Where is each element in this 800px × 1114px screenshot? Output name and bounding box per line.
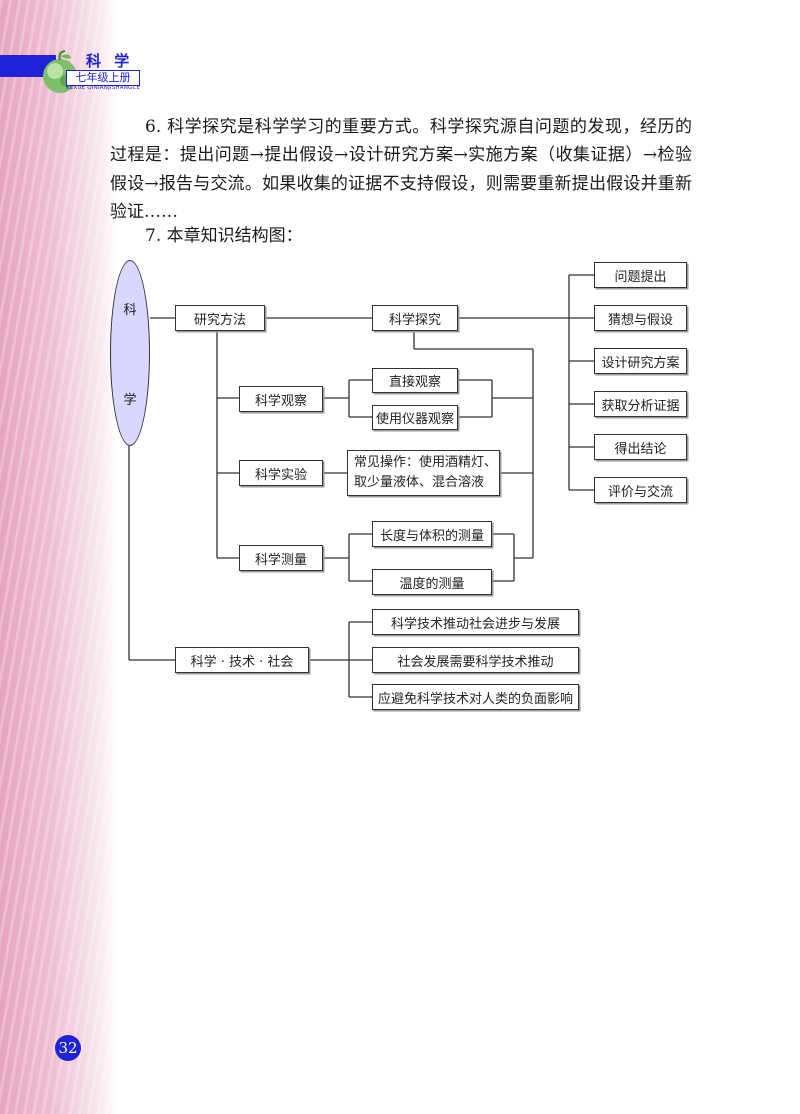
node-scientific-inquiry: 科学探究 [372, 305, 458, 331]
node-inquiry-step: 获取分析证据 [594, 391, 687, 417]
node-inquiry-step: 评价与交流 [594, 477, 687, 503]
book-subject-title: 科 学 [86, 52, 134, 70]
node-inquiry-step: 设计研究方案 [594, 348, 687, 374]
root-label-top: 科 [123, 303, 137, 318]
paragraph-6-text: 6. 科学探究是科学学习的重要方式。科学探究源自问题的发现，经历的过程是：提出问… [110, 117, 692, 223]
paragraph-6: 6. 科学探究是科学学习的重要方式。科学探究源自问题的发现，经历的过程是：提出问… [110, 113, 692, 227]
book-pinyin-label: KEXUE QINIANJISHANGCE [66, 85, 141, 91]
node-length-volume: 长度与体积的测量 [372, 521, 492, 547]
node-temperature: 温度的测量 [372, 569, 492, 595]
header-bar [0, 55, 56, 77]
root-label-bottom: 学 [123, 393, 137, 408]
node-measurement: 科学测量 [239, 545, 323, 571]
node-sts: 科学 · 技术 · 社会 [175, 647, 309, 673]
page-number: 32 [55, 1035, 81, 1061]
node-sts-item: 应避免科学技术对人类的负面影响 [372, 684, 579, 710]
node-experiment-detail: 常见操作：使用酒精灯、取少量液体、混合溶液 [347, 450, 500, 496]
node-instrument-observation: 使用仪器观察 [372, 405, 458, 430]
decorative-margin [0, 0, 118, 1114]
node-research-methods: 研究方法 [175, 305, 265, 331]
node-observation: 科学观察 [239, 386, 323, 412]
node-direct-observation: 直接观察 [372, 368, 458, 393]
root-science-oval: 科 学 [110, 260, 150, 446]
node-sts-item: 科学技术推动社会进步与发展 [372, 609, 579, 635]
node-inquiry-step: 得出结论 [594, 434, 687, 460]
node-sts-item: 社会发展需要科学技术推动 [372, 647, 579, 673]
node-experiment: 科学实验 [239, 460, 323, 486]
section-heading-7: 7. 本章知识结构图： [145, 226, 303, 246]
book-grade-label: 七年级上册 [66, 70, 140, 86]
node-inquiry-step: 猜想与假设 [594, 305, 687, 331]
node-inquiry-step: 问题提出 [594, 262, 687, 288]
